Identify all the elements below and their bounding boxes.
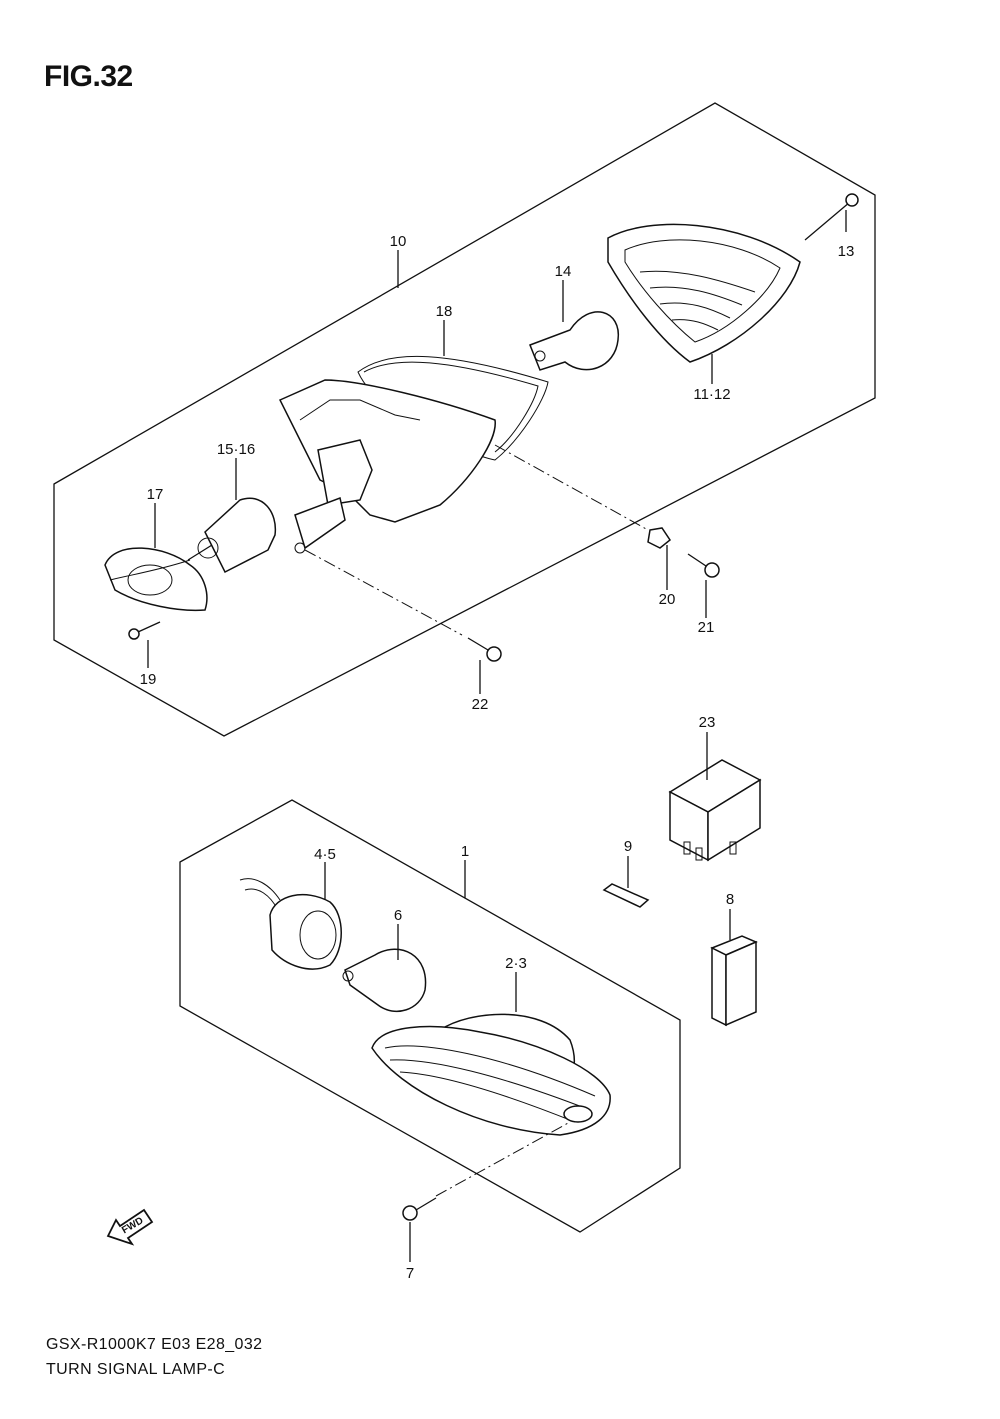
callout-17: 17: [147, 486, 164, 503]
callout-13: 13: [838, 243, 855, 260]
housing-part: [278, 379, 496, 554]
callout-10: 10: [390, 233, 407, 250]
cushion-8-part: [710, 935, 758, 1027]
screw-21-part: [687, 553, 720, 578]
alignment-line: [494, 444, 649, 531]
upper-group-box: [53, 102, 876, 737]
socket-15-16-part: [187, 497, 277, 574]
callout-7: 7: [406, 1265, 414, 1282]
callout-11-12: 11·12: [693, 386, 730, 403]
callout-14: 14: [555, 263, 572, 280]
alignment-line: [435, 1121, 571, 1197]
callout-22: 22: [472, 696, 489, 713]
callout-8: 8: [726, 891, 734, 908]
callout-15-16: 15·16: [217, 441, 255, 458]
screw-19-part: [128, 621, 161, 640]
rear-lens-part: [607, 223, 801, 363]
callout-2-3: 2·3: [505, 955, 527, 972]
front-lens-part: [371, 1013, 611, 1136]
callout-23: 23: [699, 714, 716, 731]
fwd-arrow-icon: FWD: [106, 1208, 154, 1246]
screw-13-part: [804, 193, 859, 241]
screw-22-part: [467, 637, 502, 662]
alignment-line: [304, 549, 463, 636]
relay-23-part: [668, 759, 762, 862]
pad-9-part: [602, 883, 650, 908]
nut-20-part: [647, 527, 672, 549]
footer-diagram-name: TURN SIGNAL LAMP-C: [46, 1361, 226, 1378]
figure-title: FIG.32: [44, 60, 133, 93]
callout-6: 6: [394, 907, 402, 924]
grommet-17-part: [104, 547, 208, 612]
bulb-6-part: [342, 948, 427, 1013]
callout-19: 19: [140, 671, 157, 688]
callout-18: 18: [436, 303, 453, 320]
callout-20: 20: [659, 591, 676, 608]
callout-1: 1: [461, 843, 469, 860]
lower-group-box: [179, 799, 681, 1233]
callout-4-5: 4·5: [314, 846, 336, 863]
footer-model-code: GSX-R1000K7 E03 E28_032: [46, 1336, 263, 1353]
screw-7-part: [402, 1197, 437, 1221]
callout-21: 21: [698, 619, 715, 636]
callout-9: 9: [624, 838, 632, 855]
bulb-14-part: [529, 311, 619, 371]
socket-4-5-part: [239, 878, 342, 970]
